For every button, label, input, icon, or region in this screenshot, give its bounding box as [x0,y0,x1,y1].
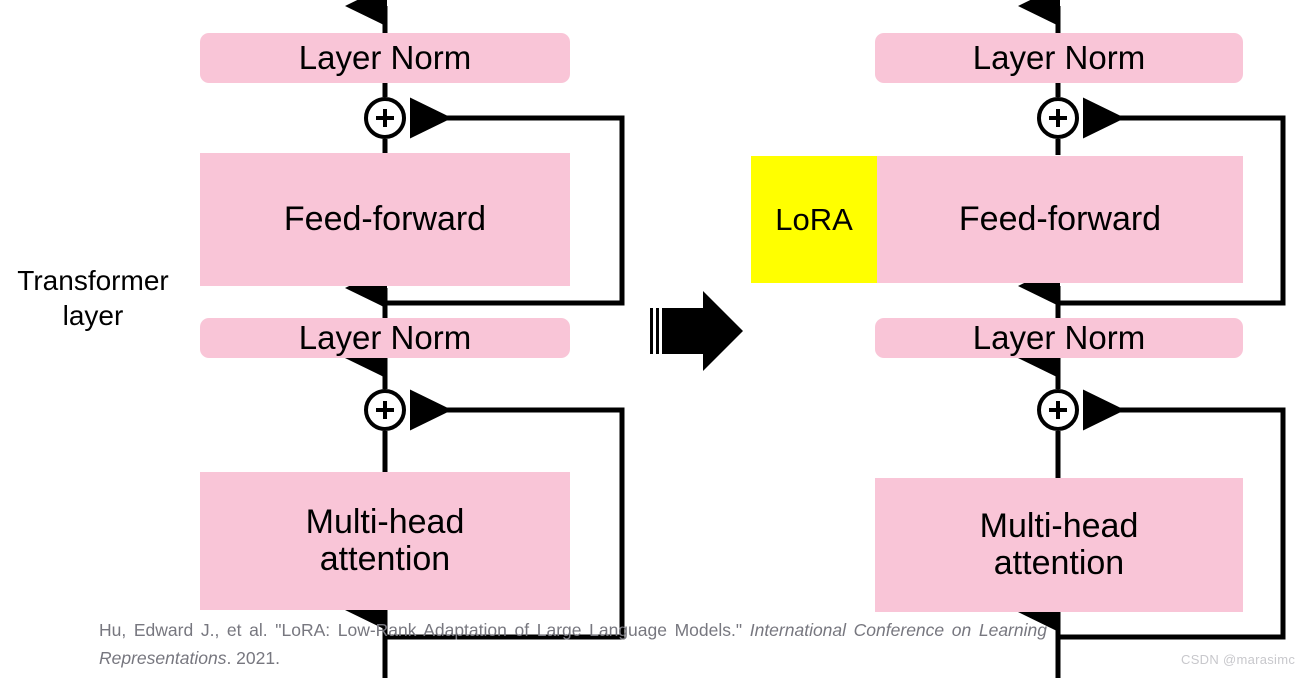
left-feed-forward-label: Feed-forward [283,200,487,239]
right-feed-forward-block: Feed-forward [877,156,1243,283]
right-lora-block: LoRA [751,156,877,283]
right-lora-label: LoRA [775,201,853,237]
right-multi-head-attention-block: Multi-head attention [875,478,1243,612]
csdn-watermark: CSDN @marasimc [1181,652,1296,667]
citation-venue-italic: International Conference on Learning Rep… [99,620,1047,668]
left-residual-add-top [364,97,406,139]
right-residual-add-bottom [1037,389,1079,431]
left-residual-add-bottom [364,389,406,431]
left-multi-head-attention-block: Multi-head attention [200,472,570,610]
right-layer-norm-mid: Layer Norm [875,318,1243,358]
right-mha-label-line1: Multi-head [979,507,1139,546]
left-layer-norm-mid: Layer Norm [200,318,570,358]
transformer-layer-label-line2: layer [62,299,124,331]
right-layer-norm-top-label: Layer Norm [972,39,1146,77]
transformer-layer-label-line1: Transformer [17,265,169,296]
left-layer-norm-top-label: Layer Norm [298,39,472,77]
right-feed-forward-label: Feed-forward [958,200,1162,239]
right-mha-label-line2: attention [993,544,1125,582]
transforms-into-arrow [650,291,743,371]
right-layer-norm-top: Layer Norm [875,33,1243,83]
left-mha-label-line2: attention [319,540,451,578]
left-layer-norm-mid-label: Layer Norm [298,319,472,357]
left-feed-forward-block: Feed-forward [200,153,570,286]
citation-text: Hu, Edward J., et al. "LoRA: Low-Rank Ad… [99,617,1047,672]
right-residual-add-top [1037,97,1079,139]
right-layer-norm-mid-label: Layer Norm [972,319,1146,357]
citation-part3: . 2021. [226,647,280,668]
left-layer-norm-top: Layer Norm [200,33,570,83]
transformer-layer-label: Transformer layer [4,264,182,333]
left-mha-label-line1: Multi-head [305,503,465,542]
citation-part1: Hu, Edward J., et al. "LoRA: Low-Rank Ad… [99,620,750,640]
